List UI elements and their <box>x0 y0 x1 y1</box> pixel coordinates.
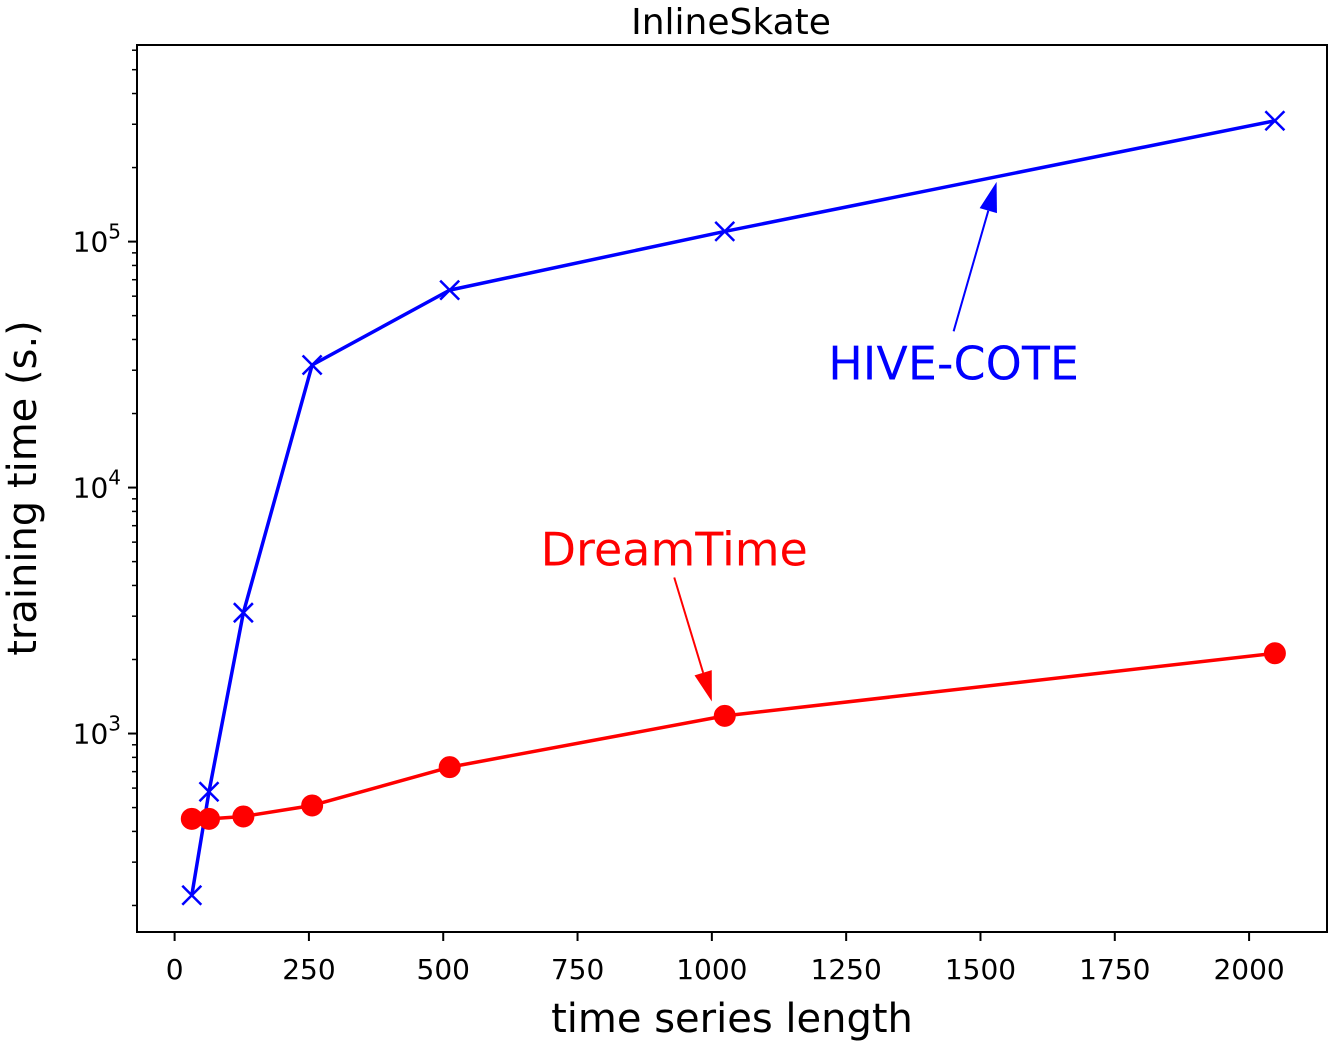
data-point-dreamtime <box>438 756 461 779</box>
data-point-hive-cote <box>232 602 254 624</box>
x-tick-label: 1750 <box>1079 953 1150 986</box>
data-point-hive-cote <box>181 884 203 906</box>
annotation-arrowhead-hive-cote <box>979 181 997 214</box>
x-tick-label: 250 <box>282 953 335 986</box>
annotation-label-dreamtime: DreamTime <box>541 523 808 577</box>
annotation-label-hive-cote: HIVE-COTE <box>828 336 1079 390</box>
x-tick-label: 750 <box>551 953 604 986</box>
data-point-dreamtime <box>713 704 736 727</box>
x-axis-ticks: 0 250 500 750 1000 1250 1500 1750 2000 <box>166 932 1285 986</box>
y-tick-label: 105 <box>73 220 121 259</box>
x-tick-label: 1000 <box>676 953 747 986</box>
data-point-dreamtime <box>197 807 220 830</box>
chart-title: InlineSkate <box>631 2 831 43</box>
plot-area <box>180 110 1286 906</box>
x-tick-label: 500 <box>417 953 470 986</box>
x-axis-label: time series length <box>551 996 913 1042</box>
data-point-hive-cote <box>301 354 323 376</box>
annotations: HIVE-COTE DreamTime <box>541 181 1079 702</box>
annotation-arrow-hive-cote <box>952 210 990 332</box>
data-point-dreamtime <box>1263 642 1286 665</box>
x-tick-label: 0 <box>166 953 184 986</box>
y-tick-label: 104 <box>73 466 121 505</box>
y-axis-label: training time (s.) <box>0 320 46 656</box>
x-tick-label: 2000 <box>1213 953 1284 986</box>
x-tick-label: 1250 <box>811 953 882 986</box>
annotation-arrowhead-dreamtime <box>694 670 712 702</box>
data-point-dreamtime <box>301 794 324 817</box>
data-point-dreamtime <box>232 805 255 828</box>
data-point-hive-cote <box>1264 110 1286 132</box>
data-point-hive-cote <box>439 279 461 301</box>
data-point-hive-cote <box>714 221 736 242</box>
data-point-hive-cote <box>198 781 220 803</box>
y-axis-ticks: 103 104 105 <box>73 49 137 907</box>
y-tick-label: 103 <box>73 712 121 751</box>
x-tick-label: 1500 <box>945 953 1016 986</box>
annotation-arrow-dreamtime <box>673 577 705 674</box>
